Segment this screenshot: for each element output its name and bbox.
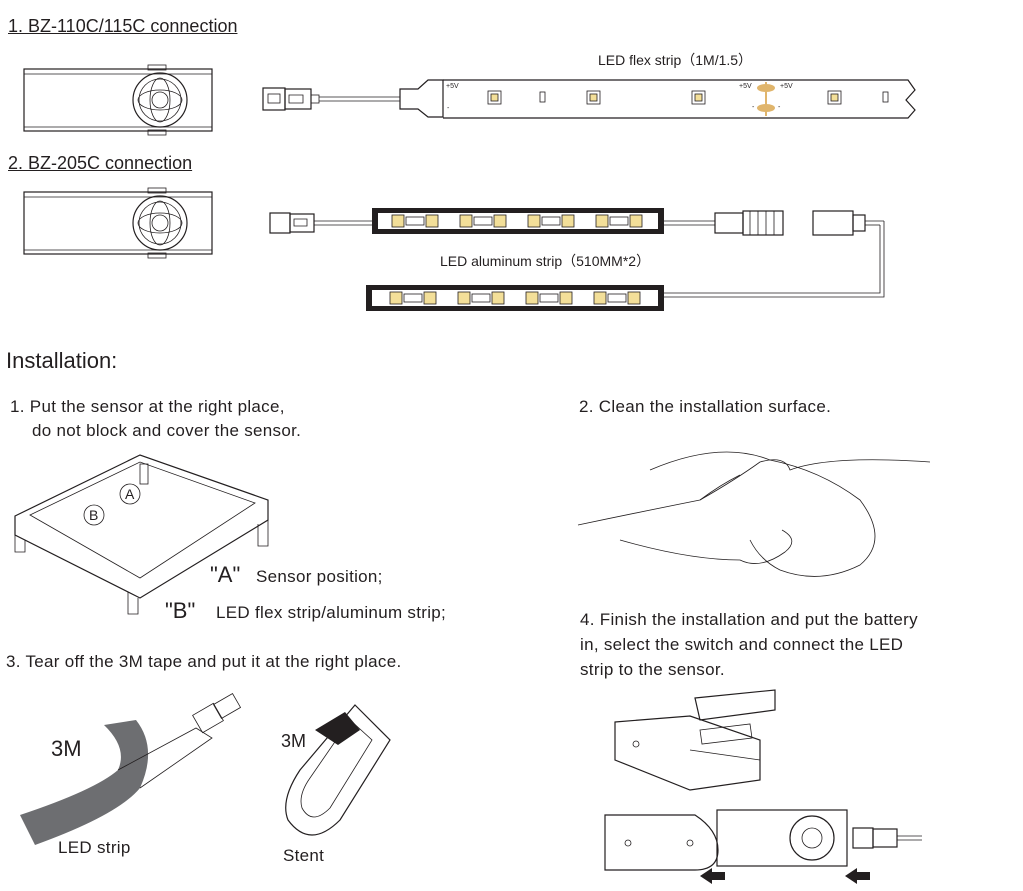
a-text: Sensor position; [256,567,383,586]
section-2-title: 2. BZ-205C connection [8,153,193,173]
marker-a: A [125,486,135,502]
step2-text: 2. Clean the installation surface. [579,397,832,416]
step1-line2: do not block and cover the sensor. [32,421,302,440]
installation-heading: Installation: [6,348,118,373]
plus5v-label-3: +5V [780,83,793,90]
minus-label-3: - [778,104,781,111]
b-text: LED flex strip/aluminum strip; [216,603,447,622]
tape-3m-label: 3M [51,736,82,761]
step4-line1: 4. Finish the installation and put the b… [580,610,918,629]
flex-strip-label: LED flex strip（1M/1.5） [598,52,753,68]
step1-line1: 1. Put the sensor at the right place, [10,397,285,416]
plus5v-label-1: +5V [446,83,459,90]
aluminum-strip-label: LED aluminum strip（510MM*2） [440,253,651,269]
plus5v-label-2: +5V [739,83,752,90]
b-quote: "B" [165,598,196,623]
stent-label: Stent [283,846,325,865]
marker-b: B [89,507,99,523]
led-strip-label: LED strip [58,838,131,857]
minus-label-2: - [752,104,755,111]
a-quote: "A" [210,562,241,587]
minus-label-1: - [447,105,450,112]
stent-3m-label: 3M [281,731,307,751]
section-1-title: 1. BZ-110C/115C connection [8,16,238,36]
step4-line2: in, select the switch and connect the LE… [580,635,904,654]
step3-text: 3. Tear off the 3M tape and put it at th… [6,652,402,671]
step4-line3: strip to the sensor. [580,660,725,679]
